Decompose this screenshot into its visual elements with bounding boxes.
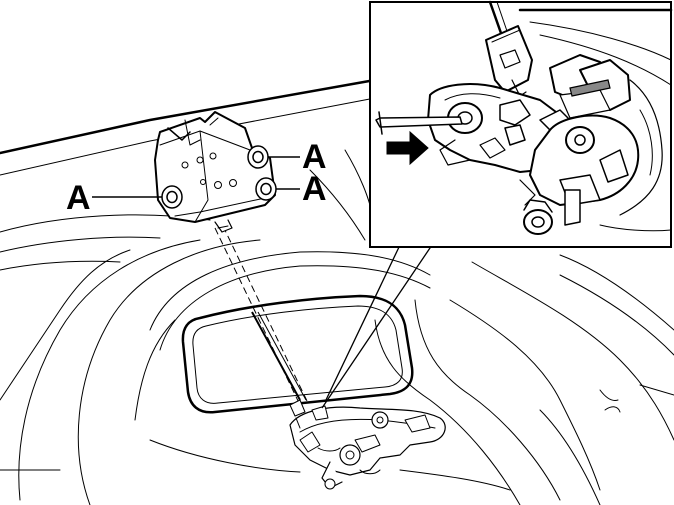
leader-lines (92, 156, 300, 198)
mounting-bolts (161, 145, 277, 209)
bolt-top-right (247, 145, 269, 169)
label-a-top-right: A (302, 138, 327, 176)
bolt-left (161, 185, 183, 209)
rear-window (181, 294, 414, 414)
cable-connector (485, 0, 533, 97)
bolt-bottom-right (255, 177, 277, 201)
latch-bracket (154, 111, 276, 233)
label-a-bottom-right: A (302, 170, 327, 208)
lock-assembly-small (289, 399, 446, 490)
detail-bottom-bolt (523, 199, 553, 235)
tool-rod (375, 111, 463, 135)
detail-callout-lines (321, 244, 433, 409)
arrow-right-icon (386, 130, 429, 166)
detail-inset (369, 0, 673, 248)
detail-background (518, 8, 673, 232)
pin-rod (569, 79, 611, 97)
lock-mechanism-detail (427, 54, 640, 235)
label-a-left: A (66, 179, 91, 217)
